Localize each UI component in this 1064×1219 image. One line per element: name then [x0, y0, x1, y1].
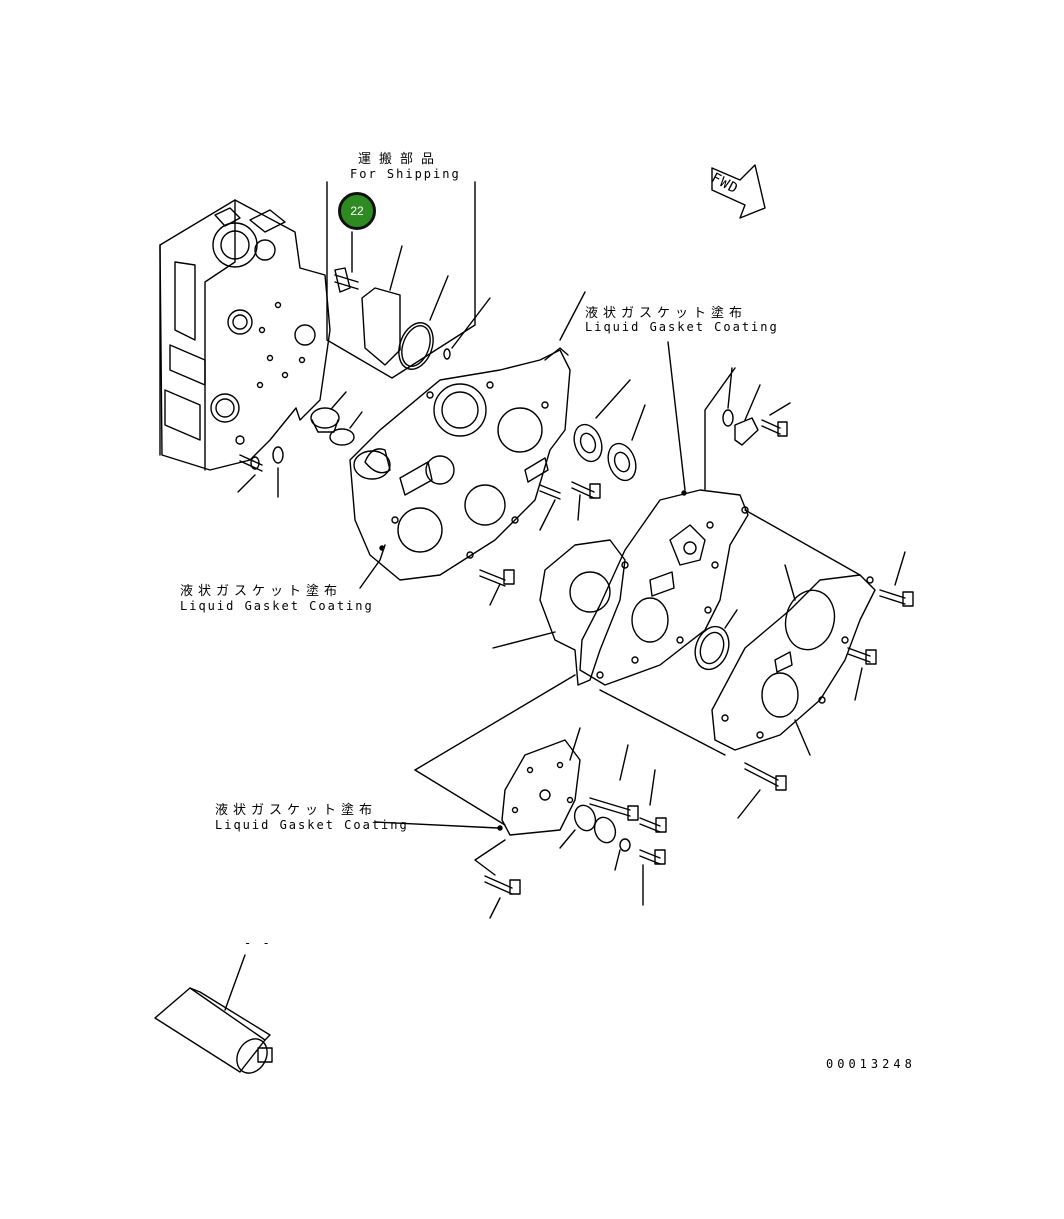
fwd-arrow-icon: [711, 164, 766, 219]
gasket-leaders: [359, 291, 687, 831]
bolts-center: [479, 481, 601, 606]
gasket-label-2-jp: 液状ガスケット塗布: [180, 584, 343, 599]
lower-small-parts: [484, 744, 667, 919]
tube-label: - -: [244, 936, 272, 950]
callout-badge[interactable]: 22: [338, 192, 376, 230]
shipping-label-en: For Shipping: [350, 167, 461, 181]
dowel-and-oring: [237, 446, 284, 498]
oil-seal: [694, 609, 738, 671]
timing-gear-case: [349, 347, 571, 581]
bolts-right: [737, 551, 914, 819]
idler-gears: [539, 379, 646, 531]
front-cover-plate: [474, 727, 581, 876]
gasket-label-3-en: Liquid Gasket Coating: [215, 818, 409, 832]
gasket-label-1-en: Liquid Gasket Coating: [585, 320, 779, 334]
engine-block: [159, 199, 331, 471]
gasket-label-3-jp: 液状ガスケット塗布: [215, 803, 378, 818]
drawing-number: 00013248: [826, 1057, 916, 1071]
gasket-label-1-jp: 液状ガスケット塗布: [585, 306, 748, 321]
timing-cover: [579, 367, 749, 686]
gasket-tube: [154, 954, 273, 1074]
gasket-plate: [492, 539, 626, 686]
assembly-lines: [414, 509, 861, 826]
shipping-label-jp: 運搬部品: [358, 152, 443, 167]
small-cover: [722, 367, 791, 446]
gasket-label-2-en: Liquid Gasket Coating: [180, 599, 374, 613]
filler-cap: [310, 391, 363, 446]
rear-plate: [711, 564, 876, 756]
shipping-parts-group: [326, 181, 491, 379]
